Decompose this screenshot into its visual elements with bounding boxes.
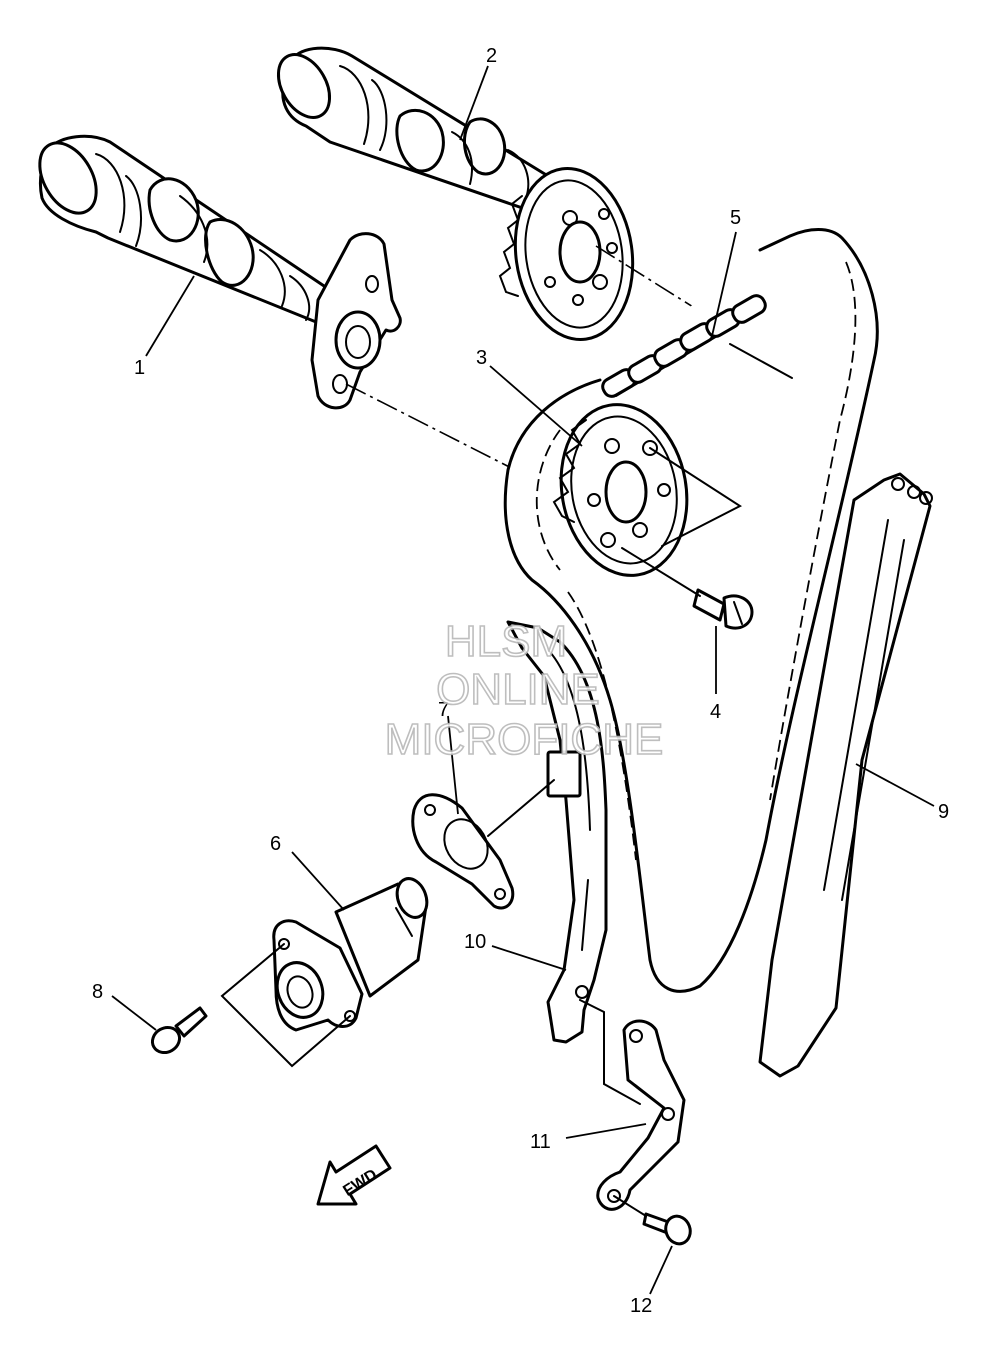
bolt-12 <box>613 1195 692 1295</box>
arrow-left-down-icon: FWD <box>316 1144 392 1206</box>
callout-1: 1 <box>134 357 145 379</box>
callout-3: 3 <box>476 347 487 369</box>
bolt-4 <box>621 547 754 694</box>
leader-1 <box>145 275 195 357</box>
callout-12: 12 <box>630 1295 652 1317</box>
callout-2: 2 <box>486 45 497 67</box>
callout-7: 7 <box>438 699 449 721</box>
bracket-11 <box>565 999 686 1211</box>
callout-11: 11 <box>530 1131 551 1153</box>
callout-4: 4 <box>710 701 721 723</box>
leader-5 <box>711 231 737 337</box>
watermark-line-1: HLSM <box>445 617 567 666</box>
watermark-line-3: MICROFICHE <box>385 715 664 764</box>
leader-2 <box>459 65 489 141</box>
callout-8: 8 <box>92 981 103 1003</box>
alignment-line <box>345 383 599 513</box>
callout-10: 10 <box>464 931 486 953</box>
chain-guide-9 <box>758 472 935 1078</box>
camshaft-1 <box>38 134 402 410</box>
callout-9: 9 <box>938 801 949 823</box>
callout-6: 6 <box>270 833 281 855</box>
leader-3 <box>489 365 583 447</box>
callout-5: 5 <box>730 207 741 229</box>
watermark-line-2: ONLINE <box>436 665 600 714</box>
camshaft-2 <box>276 46 635 342</box>
chain-tensioner-6 <box>220 851 429 1068</box>
watermark: HLSM ONLINE MICROFICHE <box>384 616 664 765</box>
gasket-7 <box>411 715 555 910</box>
tensioner-guide-10 <box>491 620 608 1044</box>
bolt-8 <box>111 995 208 1055</box>
cam-sprocket-3 <box>552 403 742 577</box>
